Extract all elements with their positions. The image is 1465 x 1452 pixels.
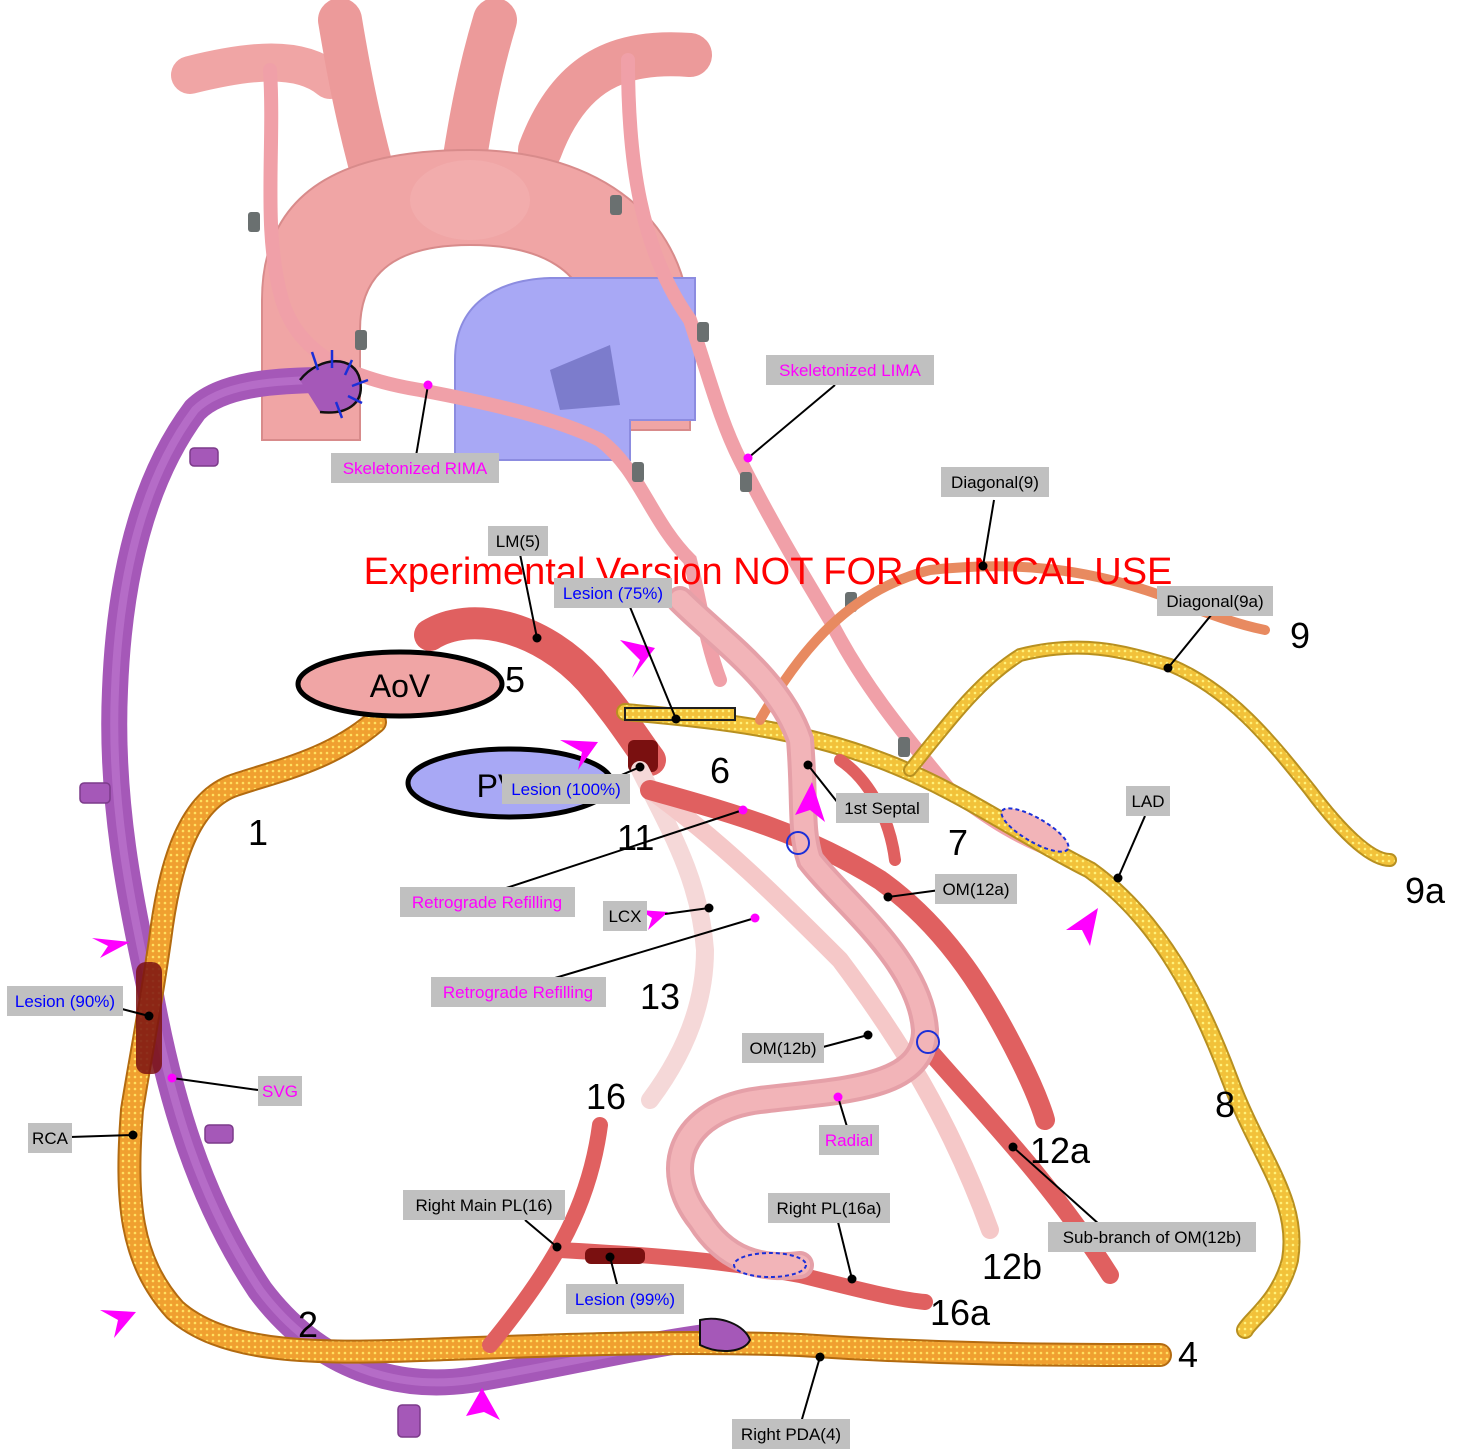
segment-16a: 16a [930,1292,991,1333]
label-right-main-pl-16-text: Right Main PL(16) [415,1196,552,1215]
label-radial: Radial [819,1125,879,1155]
label-diagonal-9a: Diagonal(9a) [1157,586,1273,616]
label-right-pda-4: Right PDA(4) [732,1419,850,1449]
label-lesion-99: Lesion (99%) [566,1284,684,1314]
label-rca-text: RCA [32,1129,69,1148]
label-lcx-text: LCX [608,907,641,926]
segment-16: 16 [586,1076,626,1117]
segment-12a: 12a [1030,1130,1091,1171]
segment-9a: 9a [1405,870,1446,911]
segment-9: 9 [1290,615,1310,656]
segment-8: 8 [1215,1084,1235,1125]
svg-distal-anastomosis [700,1319,750,1351]
segment-2: 2 [298,1304,318,1345]
label-diagonal-9a-text: Diagonal(9a) [1166,592,1263,611]
label-svg-text: SVG [262,1082,298,1101]
label-retrograde-refilling-2: Retrograde Refilling [431,977,606,1007]
annotation-labels: Skeletonized LIMA Skeletonized RIMA Diag… [7,355,1273,1449]
svg-graft [114,380,720,1382]
label-right-main-pl-16: Right Main PL(16) [403,1190,565,1220]
label-right-pda-4-text: Right PDA(4) [741,1425,841,1444]
label-om-12a-text: OM(12a) [942,880,1009,899]
label-retrograde-refilling-1: Retrograde Refilling [400,887,575,917]
label-lad: LAD [1126,786,1170,816]
label-lesion-100: Lesion (100%) [502,774,630,804]
label-lm-5: LM(5) [488,526,548,556]
label-lesion-99-text: Lesion (99%) [575,1290,675,1309]
label-lad-text: LAD [1131,792,1164,811]
label-diagonal-9-text: Diagonal(9) [951,473,1039,492]
label-lesion-90: Lesion (90%) [7,986,123,1016]
label-lcx: LCX [603,901,647,931]
skeletonized-lima-conduit [628,60,1065,855]
segment-4: 4 [1178,1334,1198,1375]
experimental-warning: Experimental Version NOT FOR CLINICAL US… [364,551,1173,593]
label-radial-text: Radial [825,1131,873,1150]
label-lesion-100-text: Lesion (100%) [511,780,621,799]
radial-distal-anastomosis [734,1253,806,1277]
label-skeletonized-lima: Skeletonized LIMA [766,355,934,385]
label-om-12b: OM(12b) [742,1033,824,1063]
label-om-12a: OM(12a) [935,874,1017,904]
label-lesion-75-text: Lesion (75%) [563,584,663,603]
segment-1: 1 [248,812,268,853]
leader-dots [129,381,1173,1362]
label-skeletonized-rima: Skeletonized RIMA [331,453,499,483]
lesion-99-marker [585,1248,645,1264]
arrow-icon [1066,908,1098,946]
segment-6: 6 [710,750,730,791]
label-retrograde-refilling-1-text: Retrograde Refilling [412,893,562,912]
label-lm-5-text: LM(5) [496,532,540,551]
label-rca: RCA [28,1123,72,1153]
segment-5: 5 [505,659,525,700]
segment-13: 13 [640,976,680,1017]
label-diagonal-9: Diagonal(9) [941,467,1049,497]
label-skeletonized-lima-text: Skeletonized LIMA [779,361,921,380]
label-lesion-90-text: Lesion (90%) [15,992,115,1011]
segment-12b: 12b [982,1246,1042,1287]
segment-7: 7 [948,822,968,863]
label-first-septal: 1st Septal [836,793,929,823]
arrow-icon [92,938,130,958]
label-skeletonized-rima-text: Skeletonized RIMA [343,459,488,478]
label-lesion-75: Lesion (75%) [554,578,672,608]
aov-valve: AoV [298,652,502,716]
label-first-septal-text: 1st Septal [844,799,920,818]
segment-11: 11 [617,817,654,858]
label-sub-branch-om-12b: Sub-branch of OM(12b) [1048,1222,1256,1252]
arrow-icon [100,1310,136,1338]
label-retrograde-refilling-2-text: Retrograde Refilling [443,983,593,1002]
label-svg: SVG [258,1076,302,1106]
label-om-12b-text: OM(12b) [749,1039,816,1058]
label-right-pl-16a: Right PL(16a) [768,1193,890,1223]
arrow-icon [620,640,655,678]
aov-label: AoV [370,668,431,704]
label-right-pl-16a-text: Right PL(16a) [777,1199,882,1218]
label-sub-branch-om-12b-text: Sub-branch of OM(12b) [1063,1228,1242,1247]
